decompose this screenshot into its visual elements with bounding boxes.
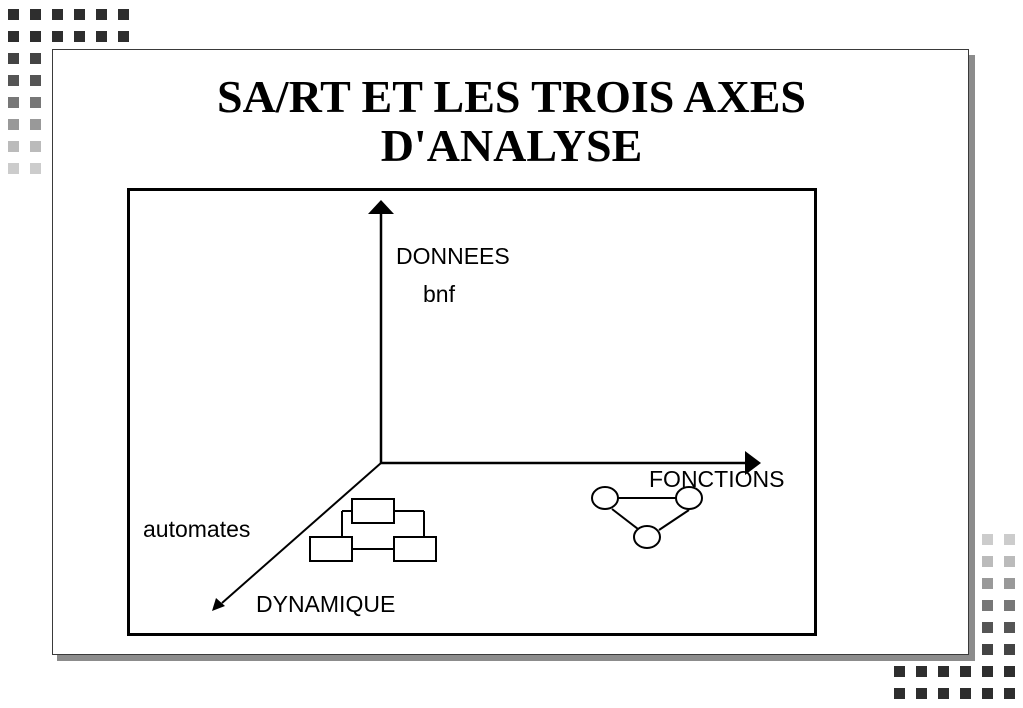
- diagram-frame: [127, 188, 817, 636]
- decor-square: [30, 53, 41, 64]
- axis-dynamique-sublabel: automates: [143, 516, 250, 542]
- decor-square: [30, 141, 41, 152]
- slide-title-line-1: SA/RT ET LES TROIS AXES: [216, 71, 806, 122]
- decor-square: [1004, 534, 1015, 545]
- axis-fonctions-arrowhead: [745, 451, 761, 475]
- decor-square: [1004, 622, 1015, 633]
- slide-title: SA/RT ET LES TROIS AXES D'ANALYSE: [53, 72, 970, 170]
- decor-square: [894, 688, 905, 699]
- circle-graph-icon: [591, 486, 703, 549]
- decor-square: [118, 31, 129, 42]
- decor-square: [96, 9, 107, 20]
- decor-square: [1004, 556, 1015, 567]
- decor-square: [118, 9, 129, 20]
- decor-square: [916, 666, 927, 677]
- decor-square: [1004, 600, 1015, 611]
- decor-square: [1004, 644, 1015, 655]
- decor-square: [1004, 688, 1015, 699]
- decor-square: [982, 578, 993, 589]
- decor-square: [8, 97, 19, 108]
- hierarchy-box-top: [351, 498, 395, 524]
- decor-square: [74, 9, 85, 20]
- hierarchy-box-right: [393, 536, 437, 562]
- slide-title-line-2: D'ANALYSE: [380, 120, 643, 171]
- decor-square: [938, 666, 949, 677]
- decor-square: [30, 9, 41, 20]
- decor-square: [8, 141, 19, 152]
- decor-square: [982, 556, 993, 567]
- axis-donnees-sublabel: bnf: [423, 281, 456, 307]
- decor-square: [982, 644, 993, 655]
- decor-square: [30, 75, 41, 86]
- decor-square: [30, 31, 41, 42]
- decor-square: [982, 534, 993, 545]
- decor-square: [8, 119, 19, 130]
- decor-square: [960, 666, 971, 677]
- graph-node-bottom: [633, 525, 661, 549]
- decor-squares-top-left: [8, 9, 129, 174]
- decor-square: [74, 31, 85, 42]
- decor-square: [982, 600, 993, 611]
- decor-square: [1004, 666, 1015, 677]
- decor-square: [52, 9, 63, 20]
- axis-donnees-label: DONNEES: [396, 243, 510, 269]
- decor-square: [30, 163, 41, 174]
- decor-square: [52, 31, 63, 42]
- decor-square: [96, 31, 107, 42]
- axis-dynamique-arrowhead: [212, 598, 225, 611]
- decor-square: [8, 75, 19, 86]
- decor-square: [982, 622, 993, 633]
- decor-squares-bottom-right: [894, 534, 1015, 699]
- decor-square: [8, 31, 19, 42]
- axis-dynamique-line: [221, 462, 382, 604]
- axis-dynamique-label: DYNAMIQUE: [256, 591, 395, 617]
- decor-square: [982, 666, 993, 677]
- decor-square: [894, 666, 905, 677]
- decor-square: [938, 688, 949, 699]
- decor-square: [960, 688, 971, 699]
- decor-square: [1004, 578, 1015, 589]
- decor-square: [916, 688, 927, 699]
- decor-square: [982, 688, 993, 699]
- decor-square: [8, 9, 19, 20]
- axis-donnees-arrowhead: [368, 200, 394, 214]
- box-hierarchy-icon: [309, 498, 437, 562]
- decor-square: [30, 119, 41, 130]
- decor-square: [8, 53, 19, 64]
- graph-node-left: [591, 486, 619, 510]
- hierarchy-box-left: [309, 536, 353, 562]
- axis-fonctions-label: FONCTIONS: [649, 466, 784, 492]
- decor-square: [30, 97, 41, 108]
- decor-square: [8, 163, 19, 174]
- graph-node-right: [675, 486, 703, 510]
